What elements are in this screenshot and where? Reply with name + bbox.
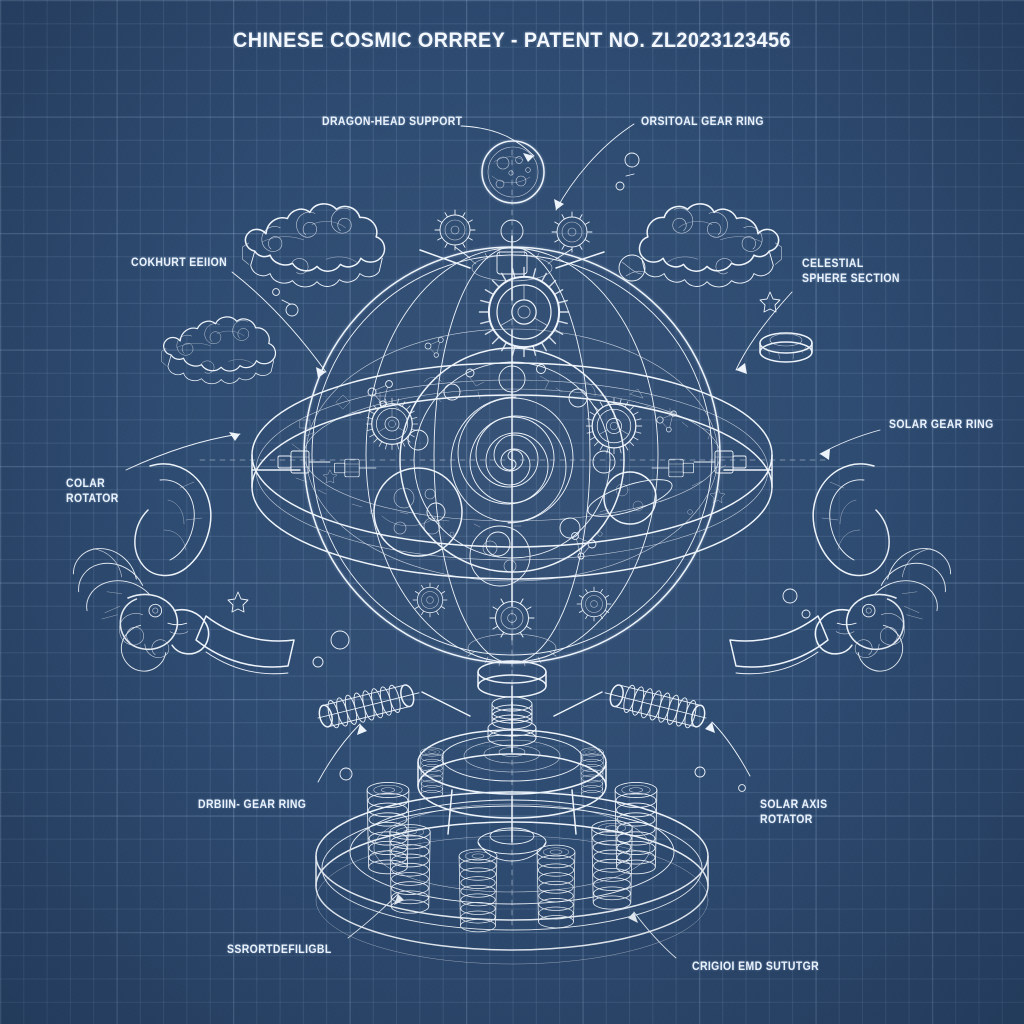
planet-right-ringed [587,471,673,525]
pole-gear-ring-bottom [467,633,557,668]
planetary-orbit-system [367,337,677,587]
page-title: CHINESE COSMIC ORRREY - PATENT NO. ZL202… [232,28,792,52]
floating-detail-marks [227,152,811,792]
base-assembly [315,701,709,965]
planet-lower [469,525,531,587]
gear-top-left [434,209,476,251]
cloud-motif-upper-right [638,203,783,288]
gear-lower-right [576,586,612,622]
gear-lower-left [412,582,448,618]
coil-spring-columns [366,719,658,933]
callout-solar-axis-rotator: SOLAR AXIS ROTATOR [760,798,828,826]
coil-column-3 [389,824,431,914]
callout-cloud-section: COKHURT EEIION [131,256,228,269]
cloud-motif-left [160,316,277,385]
planet-left [373,467,463,557]
callout-collar-rotator: COLAR ROTATOR [66,477,119,505]
solar-axis-rotator-right [553,677,711,734]
dragon-head-support-right [729,547,952,675]
axis-hardware [251,219,773,607]
detail-part-celestial-cap [759,332,813,363]
callout-celestial-sphere-section: CELESTIAL SPHERE SECTION [802,257,900,285]
dragon-body-right-upper [812,463,890,577]
leader-lines [125,123,881,959]
inner-mechanism [477,827,547,862]
callout-solar-gear-ring: SOLAR GEAR RING [889,418,994,431]
cloud-motif-upper-left [241,203,386,288]
gear-train [365,209,643,668]
finial-gear [487,719,537,747]
callout-orbital-gear-ring-top: ORSITOAL GEAR RING [641,115,764,128]
detail-part-small-sphere [618,254,646,282]
callout-support-footing: SSRORTDEFILIGBL [227,943,332,956]
gear-mid-right [585,397,643,455]
gear-top-center [478,266,570,358]
callout-dragon-head-support: DRAGON-HEAD SUPPORT [322,115,463,128]
dragon-body-left-upper [134,463,212,577]
solar-axis-rotator-left [313,677,471,734]
callout-orbital-gear-ring-base: DRBIIN- GEAR RING [198,798,307,811]
gear-top-right [551,211,593,253]
coil-column-6 [536,844,576,929]
star-marks-band [322,469,726,537]
callout-origin-base-structure: CRIGIOI EMD SUTUTGR [692,960,820,973]
dragon-head-support-left [72,547,295,675]
zodiac-engravings [291,375,727,528]
orbiting-moon-sphere [481,140,545,204]
